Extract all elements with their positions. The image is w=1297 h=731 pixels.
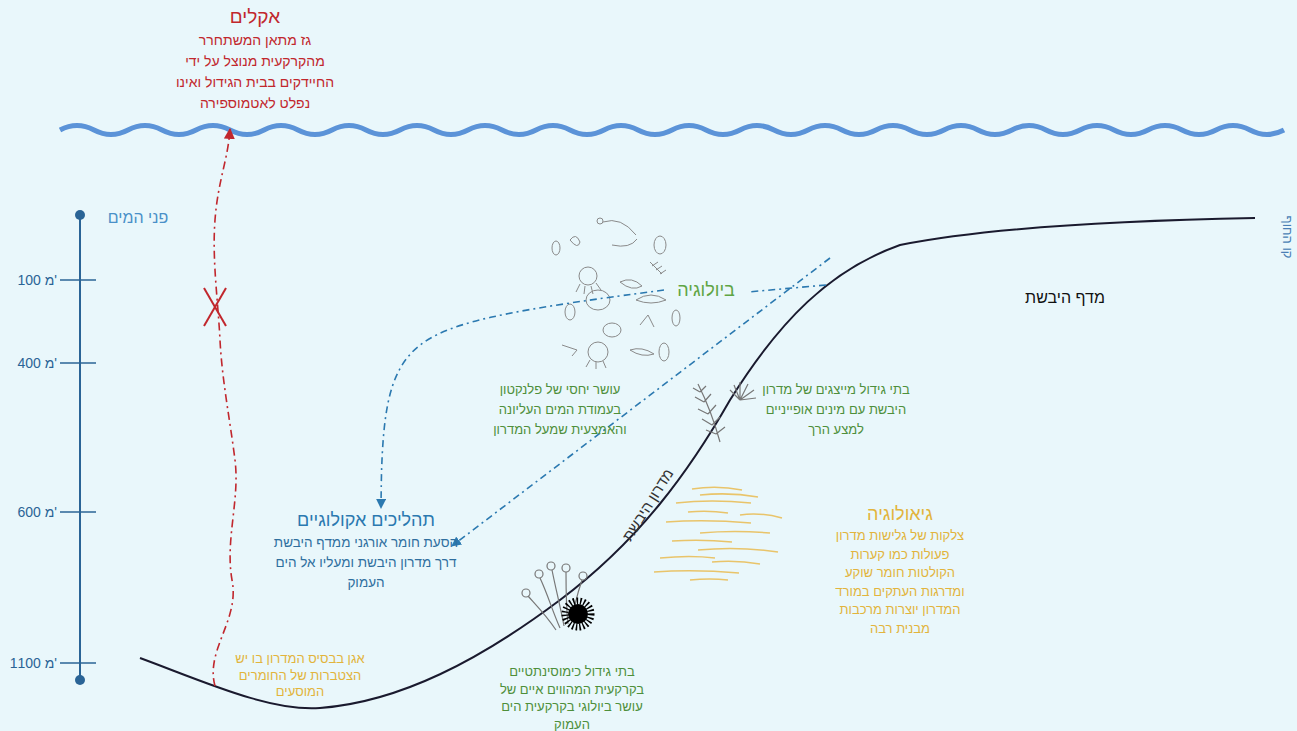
text-group: גיאולוגיהצלקות של גלישות מדרון פעולות כמ… bbox=[826, 502, 974, 639]
strata bbox=[654, 487, 782, 580]
plankton bbox=[612, 239, 637, 246]
annotation-label: מדף היבשת bbox=[1000, 287, 1130, 309]
stratum-line bbox=[654, 571, 739, 573]
plankton bbox=[586, 360, 606, 369]
annotation-label: 1100 מ' bbox=[0, 654, 57, 672]
plankton bbox=[597, 218, 603, 224]
group-heading: ביולוגיה bbox=[664, 278, 748, 302]
stratum-line bbox=[666, 521, 751, 523]
tube-worm bbox=[522, 589, 530, 597]
group-heading: תהליכים אקולוגיים bbox=[268, 508, 464, 533]
plankton-group bbox=[552, 218, 680, 369]
plankton bbox=[636, 295, 666, 303]
stratum-line bbox=[712, 561, 760, 564]
annotation-label: 400 מ' bbox=[0, 354, 57, 372]
plankton bbox=[620, 280, 642, 289]
seabed-profile bbox=[140, 218, 1255, 708]
group-body: הסעת חומר אורגני ממדף היבשת דרך מדרון הי… bbox=[268, 533, 464, 593]
sea-surface bbox=[60, 126, 1284, 135]
annotation-label: מדרון היבשת bbox=[608, 449, 689, 561]
stratum-line bbox=[688, 511, 728, 513]
depth-tick bbox=[60, 279, 96, 281]
plankton bbox=[672, 310, 680, 326]
urchin-spines bbox=[565, 601, 591, 627]
plankton bbox=[650, 262, 666, 274]
axis-end bbox=[75, 210, 85, 220]
methane-path bbox=[213, 129, 236, 686]
plankton bbox=[586, 290, 610, 310]
stratum-line bbox=[672, 540, 732, 542]
text-group: אקליםגז מתאן המשתחרר מהקרקעית מנוצל על י… bbox=[175, 4, 335, 114]
text-group: תהליכים אקולוגייםהסעת חומר אורגני ממדף ה… bbox=[268, 508, 464, 593]
annotation-label: פני המים bbox=[96, 207, 180, 229]
tube-worm bbox=[540, 578, 560, 628]
tube-worms bbox=[522, 562, 587, 630]
plankton bbox=[603, 221, 636, 235]
stratum-line bbox=[700, 532, 770, 534]
block-mark bbox=[204, 288, 226, 326]
group-body: גז מתאן המשתחרר מהקרקעית מנוצל על ידי הח… bbox=[175, 30, 335, 114]
plankton bbox=[603, 323, 621, 337]
plankton bbox=[579, 267, 597, 285]
stratum-line bbox=[700, 494, 758, 497]
stratum-line bbox=[698, 548, 778, 552]
depth-axis bbox=[79, 215, 81, 680]
plankton bbox=[630, 349, 654, 356]
stratum-line bbox=[692, 487, 742, 490]
flow-arrow bbox=[381, 290, 664, 508]
tube-worm bbox=[562, 564, 570, 572]
plankton bbox=[565, 304, 575, 320]
plankton bbox=[552, 241, 560, 255]
annotation-label: קו החוף bbox=[1279, 202, 1295, 272]
stratum-line bbox=[660, 557, 715, 559]
axis-end bbox=[75, 675, 85, 685]
plankton bbox=[640, 315, 654, 327]
depth-tick bbox=[60, 362, 96, 364]
plankton bbox=[588, 342, 608, 362]
plankton bbox=[659, 343, 669, 361]
coral-fern bbox=[693, 384, 725, 442]
stratum-line bbox=[740, 514, 782, 518]
annotation-label: בתי גידול מייצגים של מדרון היבשת עם מיני… bbox=[759, 380, 913, 440]
depth-tick bbox=[60, 511, 96, 513]
annotation-label: 100 מ' bbox=[0, 271, 57, 289]
group-heading: גיאולוגיה bbox=[826, 502, 974, 527]
coral-fan bbox=[730, 382, 756, 400]
plankton bbox=[654, 236, 666, 254]
annotation-label: 600 מ' bbox=[0, 503, 57, 521]
plankton bbox=[562, 345, 577, 356]
tube-worm bbox=[566, 572, 568, 624]
plankton bbox=[570, 236, 580, 245]
tube-worm bbox=[535, 570, 543, 578]
tube-worm bbox=[547, 562, 555, 570]
annotation-label: אגן בבסיס המדרון בו יש הצטברות של החומרי… bbox=[228, 651, 372, 701]
tube-worm bbox=[552, 570, 564, 626]
annotation-label: עושר יחסי של פלנקטון בעמודת המים העליונה… bbox=[478, 380, 642, 440]
tube-worm bbox=[579, 572, 587, 580]
tube-worm bbox=[528, 596, 556, 630]
annotation-label: בתי גידול כימוסינתטיים בקרקעית המהווים א… bbox=[487, 663, 657, 731]
transport-line bbox=[748, 285, 826, 292]
group-heading: אקלים bbox=[175, 4, 335, 30]
stratum-line bbox=[690, 579, 728, 580]
block-mark bbox=[204, 288, 226, 326]
depth-tick bbox=[60, 662, 96, 664]
plankton bbox=[576, 283, 601, 294]
group-body: צלקות של גלישות מדרון פעולות כמו קערות ה… bbox=[826, 527, 974, 639]
stratum-line bbox=[676, 501, 751, 503]
text-group: ביולוגיה bbox=[664, 278, 748, 302]
